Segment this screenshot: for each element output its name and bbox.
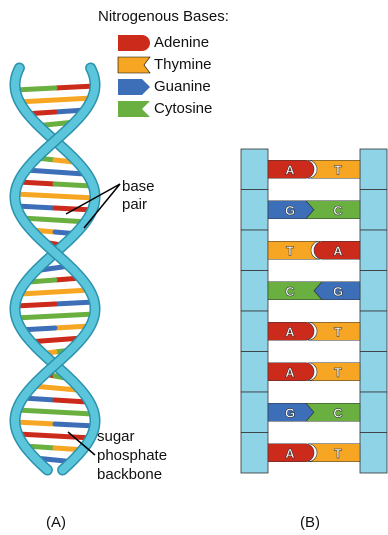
ladder-base-right-letter: T bbox=[334, 446, 342, 461]
sugar-phosphate-left bbox=[241, 190, 268, 231]
backbone-label-line2: phosphate bbox=[97, 447, 167, 464]
panel-a-label: (A) bbox=[46, 514, 66, 531]
sugar-phosphate-left bbox=[241, 352, 268, 393]
ladder-base-left-letter: A bbox=[285, 365, 295, 380]
sugar-phosphate-right bbox=[360, 433, 387, 474]
sugar-phosphate-left bbox=[241, 271, 268, 312]
ladder-base-left bbox=[268, 241, 320, 259]
sugar-phosphate-right bbox=[360, 392, 387, 433]
sugar-phosphate-right bbox=[360, 311, 387, 352]
sugar-phosphate-right bbox=[360, 190, 387, 231]
sugar-phosphate-left bbox=[241, 433, 268, 474]
ladder-base-left-letter: A bbox=[285, 162, 295, 177]
sugar-phosphate-right bbox=[360, 271, 387, 312]
ladder-base-right-letter: C bbox=[333, 405, 343, 420]
sugar-phosphate-right bbox=[360, 352, 387, 393]
ladder-base-right-letter: T bbox=[334, 324, 342, 339]
base-pair-label-line1: base bbox=[122, 178, 155, 195]
ladder-base-right-letter: A bbox=[333, 243, 343, 258]
panel-b-label: (B) bbox=[300, 514, 320, 531]
ladder-base-left-letter: C bbox=[285, 284, 295, 299]
sugar-phosphate-left bbox=[241, 311, 268, 352]
ladder-base-left-letter: T bbox=[286, 243, 294, 258]
sugar-phosphate-left bbox=[241, 392, 268, 433]
ladder-base-right-letter: T bbox=[334, 162, 342, 177]
ladder-base-left-letter: A bbox=[285, 446, 295, 461]
sugar-phosphate-right bbox=[360, 230, 387, 271]
sugar-phosphate-right bbox=[360, 149, 387, 190]
ladder-base-right-letter: T bbox=[334, 365, 342, 380]
ladder-base-left-letter: A bbox=[285, 324, 295, 339]
ladder-base-left-letter: G bbox=[285, 405, 295, 420]
ladder-base-right-letter: G bbox=[333, 284, 343, 299]
sugar-phosphate-left bbox=[241, 149, 268, 190]
ladder-base-left-letter: G bbox=[285, 203, 295, 218]
ladder-base-right-letter: C bbox=[333, 203, 343, 218]
sugar-phosphate-left bbox=[241, 230, 268, 271]
base-pair-label-line2: pair bbox=[122, 196, 147, 213]
backbone-label-line3: backbone bbox=[97, 466, 162, 483]
backbone-label-line1: sugar bbox=[97, 428, 135, 445]
